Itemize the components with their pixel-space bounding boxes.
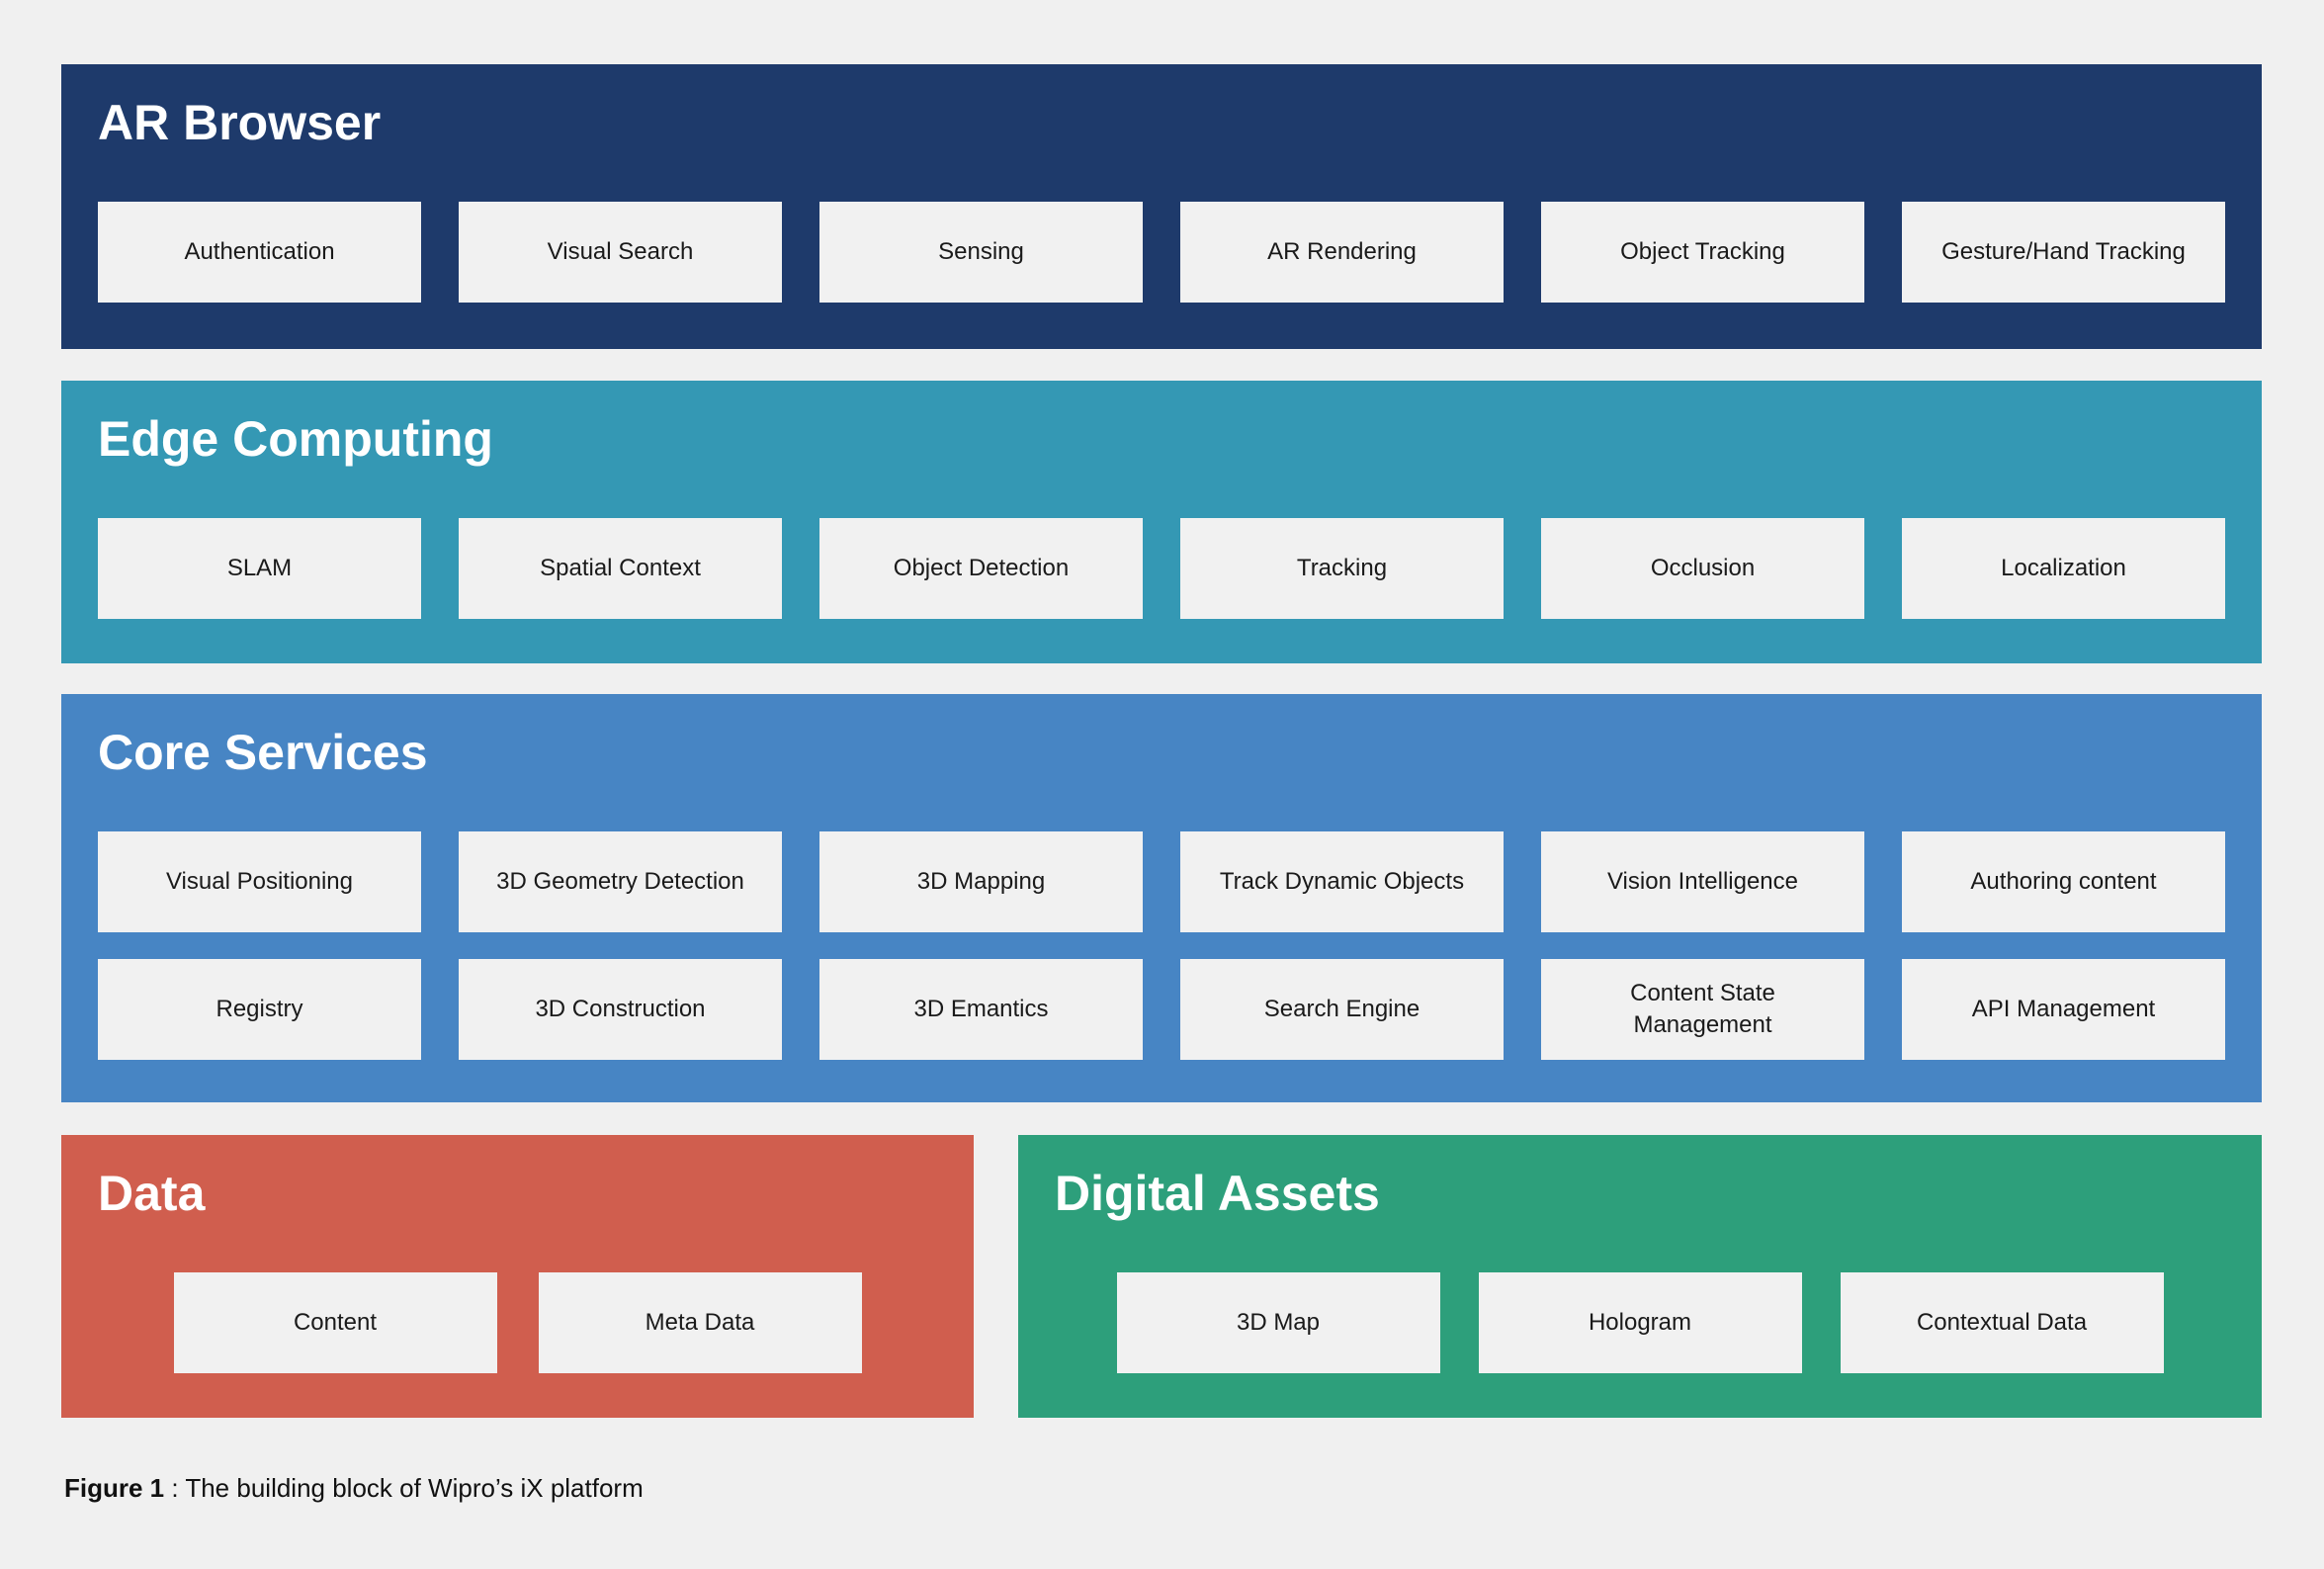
box-object-tracking: Object Tracking: [1541, 201, 1864, 303]
box-3d-geometry-detection: 3D Geometry Detection: [459, 830, 782, 932]
box-registry: Registry: [98, 958, 421, 1060]
box-ar-rendering: AR Rendering: [1180, 201, 1504, 303]
box-3d-mapping: 3D Mapping: [819, 830, 1143, 932]
box-localization: Localization: [1902, 517, 2225, 619]
band-title-data: Data: [98, 1166, 206, 1221]
figure-canvas: AR Browser Authentication Visual Search …: [61, 64, 2262, 1504]
figure-caption-label: Figure 1: [64, 1473, 165, 1503]
digital-assets-boxes: 3D Map Hologram Contextual Data: [1055, 1271, 2225, 1373]
ar-browser-boxes: Authentication Visual Search Sensing AR …: [98, 201, 2225, 303]
figure-caption: Figure 1 : The building block of Wipro’s…: [64, 1473, 2262, 1504]
box-spatial-context: Spatial Context: [459, 517, 782, 619]
box-occlusion: Occlusion: [1541, 517, 1864, 619]
core-services-boxes-row2: Registry 3D Construction 3D Emantics Sea…: [98, 958, 2225, 1060]
core-services-boxes-row1: Visual Positioning 3D Geometry Detection…: [98, 830, 2225, 932]
box-visual-search: Visual Search: [459, 201, 782, 303]
box-3d-emantics: 3D Emantics: [819, 958, 1143, 1060]
data-boxes: Content Meta Data: [98, 1271, 937, 1373]
box-authoring-content: Authoring content: [1902, 830, 2225, 932]
box-slam: SLAM: [98, 517, 421, 619]
box-api-management: API Management: [1902, 958, 2225, 1060]
box-search-engine: Search Engine: [1180, 958, 1504, 1060]
box-3d-construction: 3D Construction: [459, 958, 782, 1060]
edge-computing-boxes: SLAM Spatial Context Object Detection Tr…: [98, 517, 2225, 619]
band-ar-browser: AR Browser Authentication Visual Search …: [61, 64, 2262, 349]
box-sensing: Sensing: [819, 201, 1143, 303]
box-meta-data: Meta Data: [538, 1271, 862, 1373]
band-title-ar-browser: AR Browser: [98, 95, 382, 150]
box-gesture-hand-tracking: Gesture/Hand Tracking: [1902, 201, 2225, 303]
band-title-edge-computing: Edge Computing: [98, 411, 493, 467]
box-visual-positioning: Visual Positioning: [98, 830, 421, 932]
box-track-dynamic-objects: Track Dynamic Objects: [1180, 830, 1504, 932]
band-digital-assets: Digital Assets 3D Map Hologram Contextua…: [1018, 1135, 2262, 1418]
bottom-bands-row: Data Content Meta Data Digital Assets 3D…: [61, 1135, 2262, 1418]
band-title-digital-assets: Digital Assets: [1055, 1166, 1380, 1221]
box-content-state-management: Content State Management: [1541, 958, 1864, 1060]
band-core-services: Core Services Visual Positioning 3D Geom…: [61, 694, 2262, 1102]
box-content: Content: [173, 1271, 497, 1373]
box-tracking: Tracking: [1180, 517, 1504, 619]
box-3d-map: 3D Map: [1116, 1271, 1440, 1373]
figure-caption-text: : The building block of Wipro’s iX platf…: [164, 1473, 644, 1503]
box-authentication: Authentication: [98, 201, 421, 303]
box-vision-intelligence: Vision Intelligence: [1541, 830, 1864, 932]
band-title-core-services: Core Services: [98, 725, 428, 780]
band-data: Data Content Meta Data: [61, 1135, 974, 1418]
box-object-detection: Object Detection: [819, 517, 1143, 619]
band-edge-computing: Edge Computing SLAM Spatial Context Obje…: [61, 381, 2262, 663]
box-hologram: Hologram: [1478, 1271, 1802, 1373]
box-contextual-data: Contextual Data: [1840, 1271, 2164, 1373]
